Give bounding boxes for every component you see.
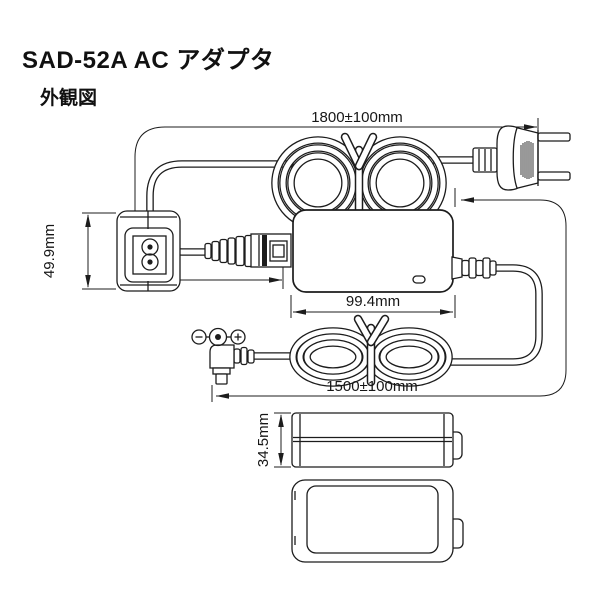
dc-plug [209, 344, 255, 385]
adapter-bottom-view [291, 479, 464, 563]
inlet-height-label: 49.9mm [41, 224, 58, 278]
body-thickness-dimension: 34.5mm [255, 412, 291, 468]
plug-prong [537, 132, 571, 142]
cable-tie-icon [353, 314, 390, 387]
inlet-plug [204, 233, 292, 268]
dc-cord-length-label: 1500±100mm [326, 378, 418, 395]
body-thickness-label: 34.5mm [255, 413, 272, 467]
dc-cable-coil [289, 314, 453, 387]
led-indicator [412, 275, 426, 284]
dc-cable [248, 256, 543, 366]
page-title: SAD-52A AC アダプタ [22, 46, 274, 74]
ac-cord-length-label: 1800±100mm [311, 109, 403, 126]
body-length-label: 99.4mm [346, 293, 400, 310]
cable-tie-icon [340, 132, 378, 217]
center-positive-polarity-icon [191, 327, 246, 347]
plug-prong [537, 171, 571, 181]
strain-relief [451, 256, 463, 280]
view-label: 外観図 [40, 86, 97, 109]
inlet-height-dimension: 49.9mm [41, 212, 116, 290]
dc-cord-dimension: 1500±100mm [211, 188, 567, 402]
adapter-body [292, 209, 454, 293]
body-length-dimension: 99.4mm [290, 293, 456, 318]
adapter-side-view [291, 412, 463, 468]
ac-cable-coil [271, 132, 447, 230]
inlet-front-view [116, 210, 181, 292]
ac-plug [472, 125, 571, 191]
plug-grip-hatch [520, 141, 534, 179]
